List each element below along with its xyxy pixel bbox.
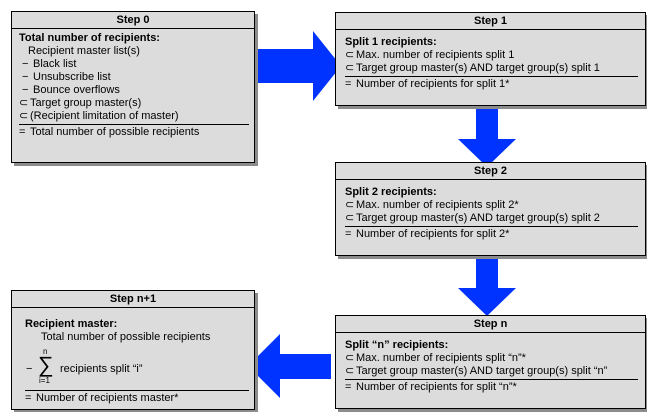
step0-box: Step 0 Total number of recipients: Recip… bbox=[11, 11, 255, 163]
equals-symbol: = bbox=[345, 228, 352, 240]
arrow-step0-to-step1 bbox=[256, 31, 341, 101]
step1-heading: Split 1 recipients: bbox=[345, 36, 437, 48]
step1-divider bbox=[345, 76, 638, 77]
step0-line-total: Total number of possible recipients bbox=[30, 126, 200, 138]
step1-line-target: Target group master(s) AND target group(… bbox=[356, 62, 600, 74]
arrow-step2-to-stepn bbox=[458, 254, 516, 316]
step0-line-target-group: Target group master(s) bbox=[30, 97, 142, 109]
subset-symbol: ⊂ bbox=[345, 62, 355, 74]
step0-title: Step 0 bbox=[12, 12, 254, 29]
step2-title: Step 2 bbox=[336, 163, 645, 180]
step2-line-result: Number of recipients for split 2* bbox=[356, 228, 510, 240]
step1-title: Step 1 bbox=[336, 13, 645, 30]
equals-symbol: = bbox=[345, 78, 352, 90]
step0-line-black-list: Black list bbox=[33, 58, 77, 70]
stepn-line-target: Target group master(s) AND target group(… bbox=[356, 365, 608, 377]
arrow-stepn-to-stepn1 bbox=[248, 334, 331, 398]
arrow-step1-to-step2 bbox=[458, 104, 516, 167]
stepn1-heading: Recipient master: bbox=[25, 318, 118, 330]
sum-lower-limit: i=1 bbox=[39, 376, 50, 385]
subset-symbol: ⊂ bbox=[345, 212, 355, 224]
step0-line-limitation: (Recipient limitation of master) bbox=[30, 110, 179, 122]
subset-symbol: ⊂ bbox=[19, 110, 29, 122]
step0-divider bbox=[19, 124, 249, 125]
stepn-box: Step n Split “n” recipients: ⊂Max. numbe… bbox=[335, 315, 646, 409]
step2-box: Step 2 Split 2 recipients: ⊂Max. number … bbox=[335, 162, 646, 256]
subset-symbol: ⊂ bbox=[345, 49, 355, 61]
step0-line-unsubscribe: Unsubscribe list bbox=[33, 71, 111, 83]
stepn-line-result: Number of recipients for split “n”* bbox=[356, 381, 517, 393]
step2-line-max: Max. number of recipients split 2* bbox=[356, 199, 519, 211]
minus-symbol: − bbox=[26, 363, 33, 375]
step0-line-bounce: Bounce overflows bbox=[33, 84, 120, 96]
subset-symbol: ⊂ bbox=[19, 97, 29, 109]
stepn1-divider bbox=[25, 390, 249, 391]
stepn1-line-result: Number of recipients master* bbox=[36, 392, 179, 404]
stepn-divider bbox=[345, 379, 638, 380]
step1-box: Step 1 Split 1 recipients: ⊂Max. number … bbox=[335, 12, 646, 106]
equals-symbol: = bbox=[25, 392, 32, 404]
equals-symbol: = bbox=[19, 126, 26, 138]
step0-heading: Total number of recipients: bbox=[19, 32, 160, 44]
stepn1-box: Step n+1 Recipient master: Total number … bbox=[11, 290, 255, 410]
subset-symbol: ⊂ bbox=[345, 352, 355, 364]
sum-upper-limit: n bbox=[43, 347, 48, 356]
subset-symbol: ⊂ bbox=[345, 365, 355, 377]
minus-symbol: − bbox=[22, 84, 29, 96]
minus-symbol: − bbox=[22, 71, 29, 83]
subset-symbol: ⊂ bbox=[345, 199, 355, 211]
stepn-title: Step n bbox=[336, 316, 645, 333]
step1-line-result: Number of recipients for split 1* bbox=[356, 78, 510, 90]
equals-symbol: = bbox=[345, 381, 352, 393]
stepn1-title: Step n+1 bbox=[12, 291, 254, 308]
stepn-line-max: Max. number of recipients split “n”* bbox=[356, 352, 526, 364]
minus-symbol: − bbox=[22, 58, 29, 70]
step0-line-master-list: Recipient master list(s) bbox=[28, 45, 140, 57]
stepn1-line-total: Total number of possible recipients bbox=[41, 331, 211, 343]
step2-line-target: Target group master(s) AND target group(… bbox=[356, 212, 600, 224]
step2-heading: Split 2 recipients: bbox=[345, 186, 437, 198]
stepn1-line-splits: recipients split “i” bbox=[60, 363, 143, 375]
summation-symbol: ∑ bbox=[38, 352, 54, 377]
stepn-heading: Split “n” recipients: bbox=[345, 339, 449, 351]
step2-divider bbox=[345, 226, 638, 227]
step1-line-max: Max. number of recipients split 1 bbox=[356, 49, 515, 61]
